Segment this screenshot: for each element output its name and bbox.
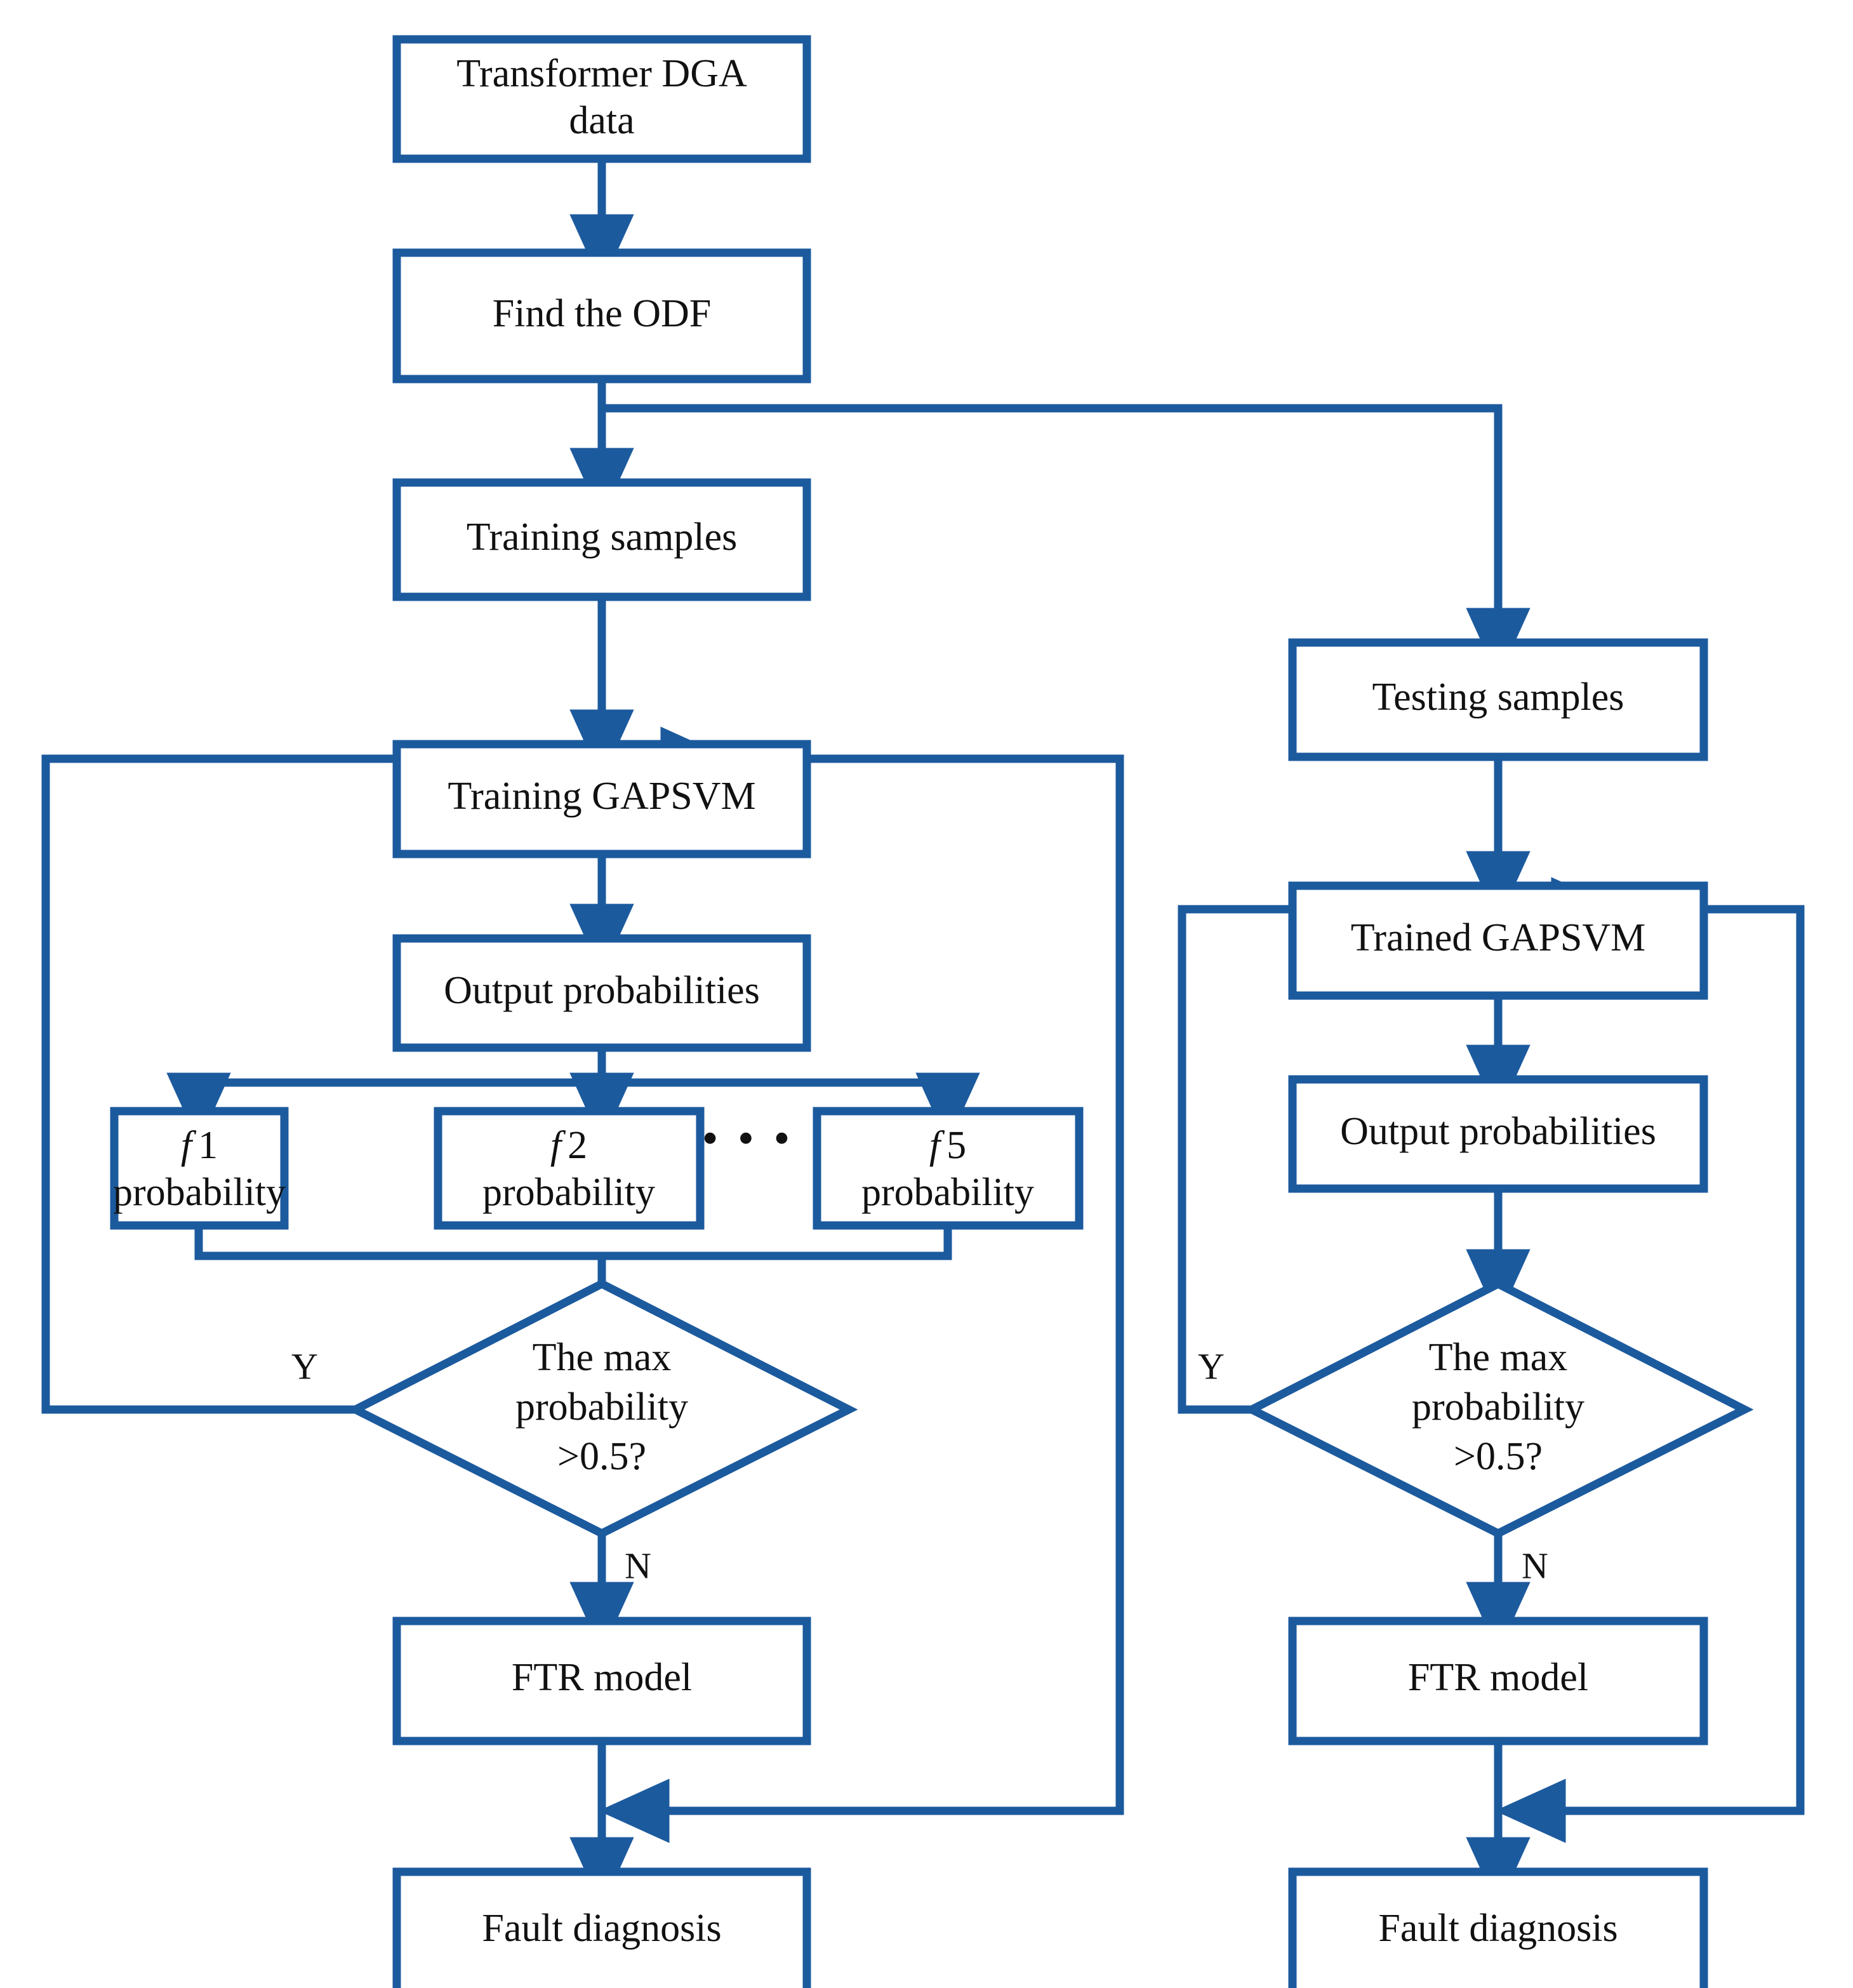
testing-samples-label: Testing samples xyxy=(1372,676,1624,719)
node-output-probabilities-left[interactable]: Output probabilities xyxy=(392,934,811,1052)
node-fault-diagnosis-left[interactable]: Fault diagnosis xyxy=(392,1867,811,1988)
f1-probability-line2: probability xyxy=(113,1171,286,1214)
decision-right-line1: The max xyxy=(1429,1336,1568,1379)
node-ftr-model-right[interactable]: FTR model xyxy=(1288,1617,1708,1745)
edge-trained-bypass-right xyxy=(1494,905,1805,1843)
fault-diagnosis-right-label: Fault diagnosis xyxy=(1378,1907,1617,1950)
node-output-probabilities-right[interactable]: Output probabilities xyxy=(1288,1075,1708,1193)
edge-label-right-no: N xyxy=(1522,1545,1548,1586)
node-transformer-dga-data[interactable]: Transformer DGA data xyxy=(392,35,811,163)
node-trained-gapsvm[interactable]: Trained GAPSVM xyxy=(1288,881,1708,1000)
ellipsis-dots: • • • xyxy=(702,1112,794,1164)
node-find-the-odf[interactable]: Find the ODF xyxy=(392,248,811,384)
edge-fboxes-merge xyxy=(194,1225,952,1260)
decision-left-line3: >0.5? xyxy=(557,1435,646,1478)
edge-label-left-yes: Y xyxy=(291,1345,318,1387)
training-gapsvm-label: Training GAPSVM xyxy=(448,775,755,818)
fault-diagnosis-left-label: Fault diagnosis xyxy=(482,1907,721,1950)
transformer-dga-data-line2: data xyxy=(569,99,634,142)
f5-probability-line2: probability xyxy=(861,1171,1034,1214)
edge-label-right-yes: Y xyxy=(1198,1345,1225,1387)
output-probabilities-right-label: Output probabilities xyxy=(1340,1110,1656,1153)
edge-gapsvm-bypass-left xyxy=(598,754,1124,1843)
edge-decision-left-yes-loop xyxy=(41,726,732,1414)
node-ftr-model-left[interactable]: FTR model xyxy=(392,1617,811,1745)
connectors xyxy=(41,159,1805,1909)
node-decision-right[interactable]: The max probability >0.5? xyxy=(1242,1279,1754,1538)
node-training-gapsvm[interactable]: Training GAPSVM xyxy=(392,740,811,858)
edge-label-left-no: N xyxy=(625,1545,651,1586)
decision-right-line3: >0.5? xyxy=(1454,1435,1543,1478)
node-decision-left[interactable]: The max probability >0.5? xyxy=(346,1279,858,1538)
f2-probability-line2: probability xyxy=(482,1171,655,1214)
ftr-model-left-label: FTR model xyxy=(512,1656,692,1699)
output-probabilities-left-label: Output probabilities xyxy=(444,969,760,1012)
node-training-samples[interactable]: Training samples xyxy=(392,478,811,601)
training-samples-label: Training samples xyxy=(467,516,738,559)
transformer-dga-data-line1: Transformer DGA xyxy=(456,52,747,95)
ftr-model-right-label: FTR model xyxy=(1408,1656,1588,1699)
find-the-odf-label: Find the ODF xyxy=(493,292,711,335)
decision-left-line2: probability xyxy=(515,1385,688,1429)
trained-gapsvm-label: Trained GAPSVM xyxy=(1351,916,1646,959)
decision-right-line2: probability xyxy=(1412,1385,1584,1429)
decision-left-line1: The max xyxy=(533,1336,672,1379)
node-fault-diagnosis-right[interactable]: Fault diagnosis xyxy=(1288,1867,1708,1988)
node-testing-samples[interactable]: Testing samples xyxy=(1288,638,1708,761)
edge-odf-to-testing-samples xyxy=(602,404,1531,679)
